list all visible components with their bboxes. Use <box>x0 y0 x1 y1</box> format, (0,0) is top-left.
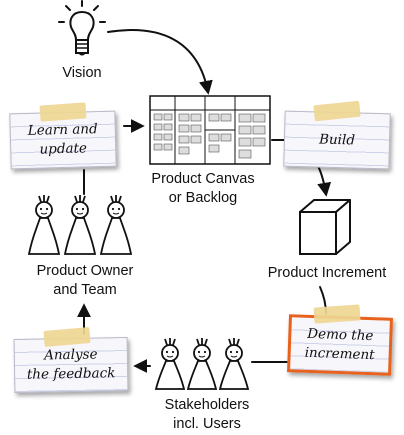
backlog-text-line2: or Backlog <box>168 190 238 206</box>
increment-text: Product Increment <box>267 265 387 281</box>
build-card-text: Build <box>318 131 356 148</box>
stakeholders-text-line1: Stakeholders <box>164 397 250 413</box>
build-card: Build <box>283 110 391 170</box>
lightbulb-icon <box>58 0 106 56</box>
analyse-card: Analyse the feedback <box>13 337 129 393</box>
demo-card: Demo the increment <box>287 314 393 376</box>
arrow-vision-to-backlog <box>107 29 213 95</box>
analyse-card-line1: Analyse <box>44 346 98 364</box>
learn-card-line1: Learn and <box>27 121 98 139</box>
stakeholders-text-line2: incl. Users <box>173 416 241 432</box>
team-label: Product Owner and Team <box>10 262 160 300</box>
increment-box-icon <box>299 199 351 255</box>
demo-card-line1: Demo the <box>307 325 374 345</box>
team-text-line2: and Team <box>53 282 117 298</box>
team-people-icon <box>27 195 133 255</box>
analyse-card-line2: the feedback <box>26 365 116 383</box>
learn-card-tape <box>39 102 87 122</box>
demo-card-line2: increment <box>304 344 375 364</box>
demo-card-tape <box>313 304 361 324</box>
stakeholders-label: Stakeholders incl. Users <box>132 396 282 434</box>
vision-label: Vision <box>42 64 122 83</box>
backlog-board-icon <box>149 95 271 165</box>
vision-text: Vision <box>62 65 102 81</box>
arrow-build-to-increment <box>317 165 332 197</box>
stakeholder-people-icon <box>154 338 250 390</box>
backlog-label: Product Canvas or Backlog <box>128 170 278 208</box>
learn-card-line2: update <box>39 140 88 158</box>
increment-label: Product Increment <box>252 264 402 283</box>
backlog-text-line1: Product Canvas <box>151 171 255 187</box>
team-text-line1: Product Owner <box>36 263 134 279</box>
